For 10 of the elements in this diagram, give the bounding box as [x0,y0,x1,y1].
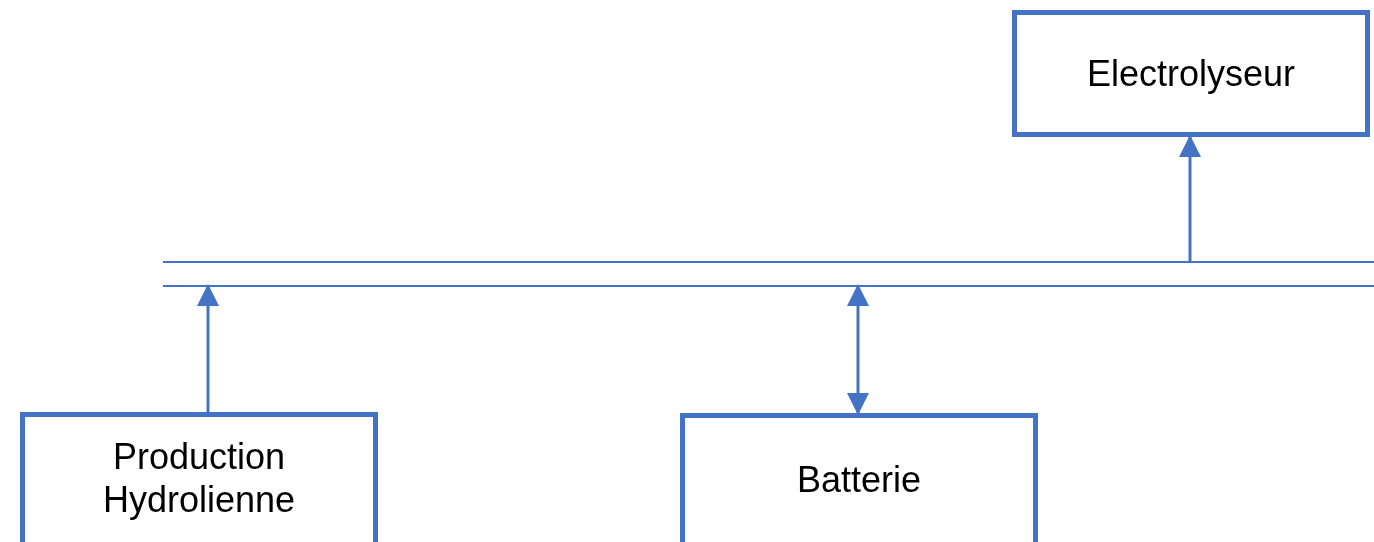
box-label: Production Hydrolienne [101,435,297,522]
arrow [847,284,869,415]
bus-bar [163,261,1374,287]
process-box [680,413,1038,542]
process-box [1012,10,1370,137]
arrow [197,284,219,412]
box-label: Electrolyseur [1086,51,1296,96]
box-label: Batterie [796,458,922,502]
arrow [1179,135,1201,262]
process-box [20,412,378,542]
